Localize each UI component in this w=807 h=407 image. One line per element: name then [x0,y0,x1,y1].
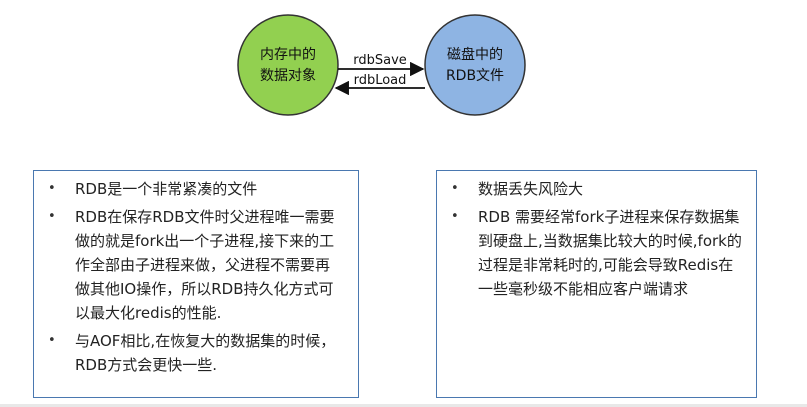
memory-node-label-2: 数据对象 [260,68,316,84]
disadvantage-text: RDB 需要经常fork子进程来保存数据集到硬盘上,当数据集比较大的时候,for… [478,208,742,298]
advantage-text: RDB是一个非常紧凑的文件 [75,180,258,198]
disk-node-label-2: RDB文件 [446,68,504,84]
disadvantage-text: 数据丢失风险大 [478,180,584,198]
memory-node-label-1: 内存中的 [260,47,316,63]
disk-node-label-1: 磁盘中的 [447,46,503,63]
bullet-icon: • [451,209,459,224]
disk-node-circle [424,14,526,116]
disadvantages-box: • 数据丢失风险大 • RDB 需要经常fork子进程来保存数据集到硬盘上,当数据集… [436,170,757,398]
rdbload-label: rdbLoad [354,73,407,88]
disadvantages-list: • 数据丢失风险大 • RDB 需要经常fork子进程来保存数据集到硬盘上,当数据集… [451,177,742,301]
bullet-icon: • [48,209,56,224]
bullet-icon: • [48,181,56,196]
disadvantage-item: • 数据丢失风险大 [451,177,742,201]
advantage-text: RDB在保存RDB文件时父进程唯一需要做的就是fork出一个子进程,接下来的工作… [75,208,335,322]
memory-node-circle [237,14,339,116]
disk-node: 磁盘中的 RDB文件 [424,14,526,116]
rdb-flow-diagram: 内存中的 数据对象 磁盘中的 RDB文件 rdbSave rdbLoad [237,14,526,116]
memory-node: 内存中的 数据对象 [237,14,339,116]
advantage-text: 与AOF相比,在恢复大的数据集的时候，RDB方式会更快一些. [75,332,336,374]
advantage-item: • 与AOF相比,在恢复大的数据集的时候，RDB方式会更快一些. [48,329,344,377]
rdbsave-label: rdbSave [353,53,407,68]
advantages-list: • RDB是一个非常紧凑的文件 • RDB在保存RDB文件时父进程唯一需要做的就是f… [48,177,344,377]
advantages-box: • RDB是一个非常紧凑的文件 • RDB在保存RDB文件时父进程唯一需要做的就是f… [33,170,359,398]
disadvantage-item: • RDB 需要经常fork子进程来保存数据集到硬盘上,当数据集比较大的时候,fo… [451,205,742,301]
bullet-icon: • [451,181,459,196]
bullet-icon: • [48,333,56,348]
advantage-item: • RDB在保存RDB文件时父进程唯一需要做的就是fork出一个子进程,接下来的工… [48,205,344,325]
advantage-item: • RDB是一个非常紧凑的文件 [48,177,344,201]
bottom-divider [0,404,807,407]
